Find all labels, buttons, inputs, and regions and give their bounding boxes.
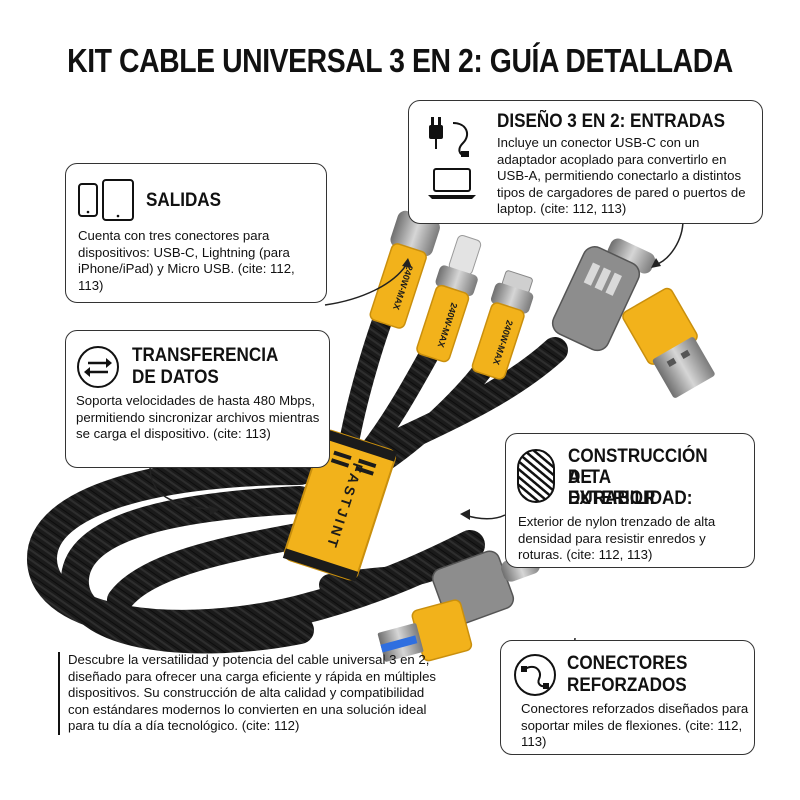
callout-design-heading: DISEÑO 3 EN 2: ENTRADAS — [497, 111, 726, 132]
callout-design-body: Incluye un conector USB-C con un adaptad… — [497, 135, 746, 216]
callout-connectors-body: Conectores reforzados diseñados para sop… — [521, 701, 749, 749]
callout-construction-heading-line2: ALTA DURABILIDAD: — [568, 467, 693, 509]
lightning-output-connector: 240W-MAX — [416, 235, 482, 363]
callout-construction-heading-line1: CONSTRUCCIÓN DE — [568, 446, 708, 488]
callout-data-body: Soporta velocidades de hasta 480 Mbps, p… — [76, 393, 320, 441]
micro-usb-output-connector: 240W-MAX — [471, 270, 534, 380]
callout-outputs: SALIDAS Cuenta con tres conectores para … — [65, 163, 327, 303]
phone-tablet-icon — [78, 179, 134, 221]
callout-connectors-heading-line1: CONECTORES — [567, 653, 688, 674]
page-title: KIT CABLE UNIVERSAL 3 EN 2: GUÍA DETALLA… — [67, 42, 733, 79]
plug-cable-icon — [429, 117, 469, 157]
callout-data-heading-line2: DE DATOS — [132, 367, 219, 388]
braided-cable-icon — [517, 449, 555, 503]
callout-construction: CONSTRUCCIÓN DE ALTA DURABILIDAD: EXTERI… — [505, 433, 755, 568]
callout-reinforced-connectors: CONECTORES REFORZADOS Conectores reforza… — [500, 640, 755, 755]
bottom-usb-a-usb-c-connector — [377, 550, 540, 662]
callout-connectors-heading-line2: REFORZADOS — [567, 675, 687, 696]
callout-construction-body: Exterior de nylon trenzado de alta densi… — [518, 514, 716, 562]
callout-outputs-body: Cuenta con tres conectores para disposit… — [78, 228, 295, 293]
callout-design-inputs: DISEÑO 3 EN 2: ENTRADAS Incluye un conec… — [408, 100, 763, 224]
product-description: Descubre la versatilidad y potencia del … — [58, 652, 438, 735]
bent-cable-icon — [514, 654, 556, 696]
laptop-icon — [428, 168, 476, 199]
callout-data-heading-line1: TRANSFERENCIA — [132, 345, 279, 366]
sync-arrows-icon — [77, 346, 119, 388]
callout-data-transfer: TRANSFERENCIA DE DATOS Soporta velocidad… — [65, 330, 330, 468]
usb-c-input-with-usb-a-adapter — [551, 238, 715, 398]
callout-outputs-heading: SALIDAS — [146, 190, 222, 211]
callout-construction-heading-line3: EXTERIOR — [568, 488, 656, 509]
